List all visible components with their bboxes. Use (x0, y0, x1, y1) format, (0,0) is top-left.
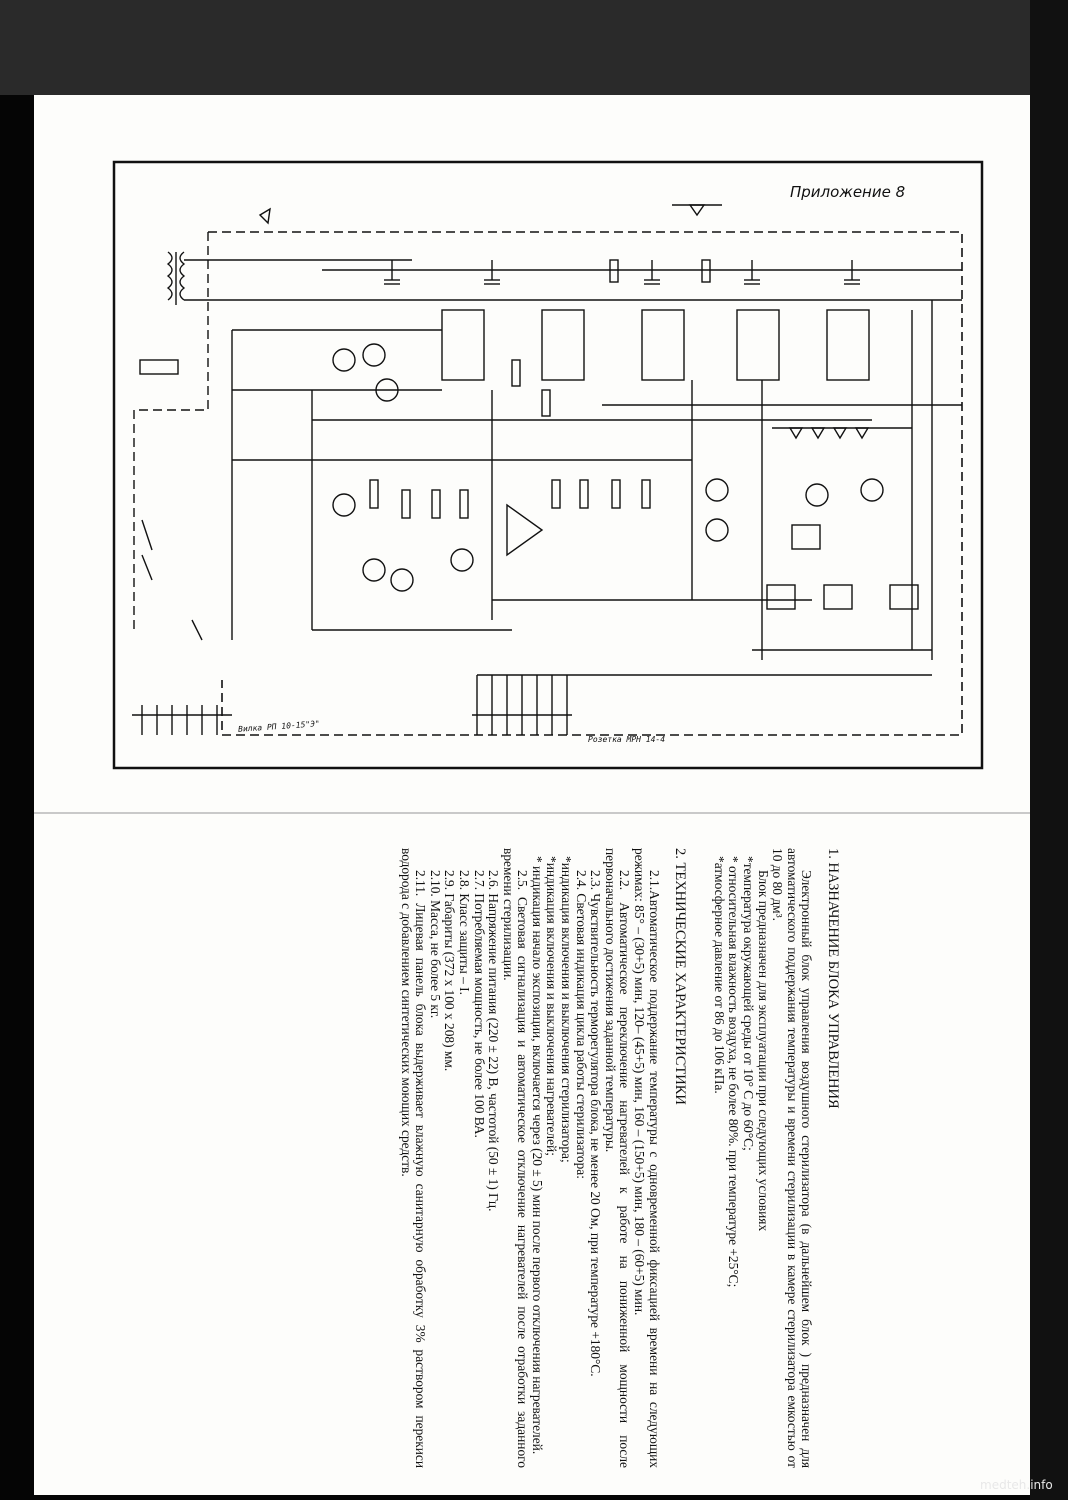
spec-item: 2.5. Световая сигнализация и автоматичес… (500, 848, 531, 1468)
condition-temperature: *температура окружающей среды от 10° С д… (741, 856, 757, 1151)
circuit-schematic (112, 160, 984, 770)
page-fold (34, 812, 1030, 814)
spec-item: 2.10. Масса, не более 5 кг. (427, 870, 443, 1019)
spec-item: 2.2. Автоматическое переключение нагрева… (602, 848, 633, 1468)
watermark: medteh.info (980, 1478, 1053, 1492)
spec-item: 2.4. Световая индикация цикла работы сте… (573, 870, 589, 1179)
section2-heading: 2. ТЕХНИЧЕСКИЕ ХАРАКТЕРИСТИКИ (672, 848, 689, 1105)
spec-item: 2.7. Потребляемая мощность, не более 100… (471, 870, 487, 1138)
section1-para2: Блок предназначен для эксплуатации при с… (755, 870, 771, 1232)
spec-item: 2.3. Чувствительность терморегулятора бл… (588, 870, 604, 1377)
specification-text: 1. НАЗНАЧЕНИЕ БЛОКА УПРАВЛЕНИЯ Электронн… (398, 848, 841, 1468)
spec-item: 2.1.Автоматическое поддержание температу… (632, 848, 662, 1468)
spec-item: 2.11. Лицевая панель блока выдерживает в… (398, 848, 429, 1468)
scan-border-right (1030, 0, 1068, 1500)
connector-x2-label: Розетка МРН 14-4 (588, 735, 666, 744)
condition-humidity: * относительная влажность воздуха, не бо… (726, 856, 742, 1288)
spec-item: *индикация включения и выключения стерил… (559, 856, 575, 1163)
condition-pressure: *атмосферное давление от 86 до 106 кПа. (711, 856, 727, 1094)
spec-item: 2.8. Класс защиты – I. (456, 870, 472, 995)
section1-heading: 1. НАЗНАЧЕНИЕ БЛОКА УПРАВЛЕНИЯ (825, 848, 841, 1109)
spec-item: 2.6. Напряжение питания (220 ± 22) В, ча… (486, 870, 502, 1212)
spec-item: 2.9. Габариты (372 x 100 x 208) мм. (442, 870, 458, 1072)
appendix-label: Приложение 8 (790, 183, 906, 201)
document-page (34, 95, 1030, 1495)
spec-item: *индикация включения и выключения нагрев… (544, 856, 560, 1156)
section1-para1: Электронный блок управления воздушного с… (770, 848, 815, 1468)
spec-item: * индикация начало экспозиции, включаетс… (529, 856, 545, 1455)
scan-border-top (0, 0, 1068, 95)
